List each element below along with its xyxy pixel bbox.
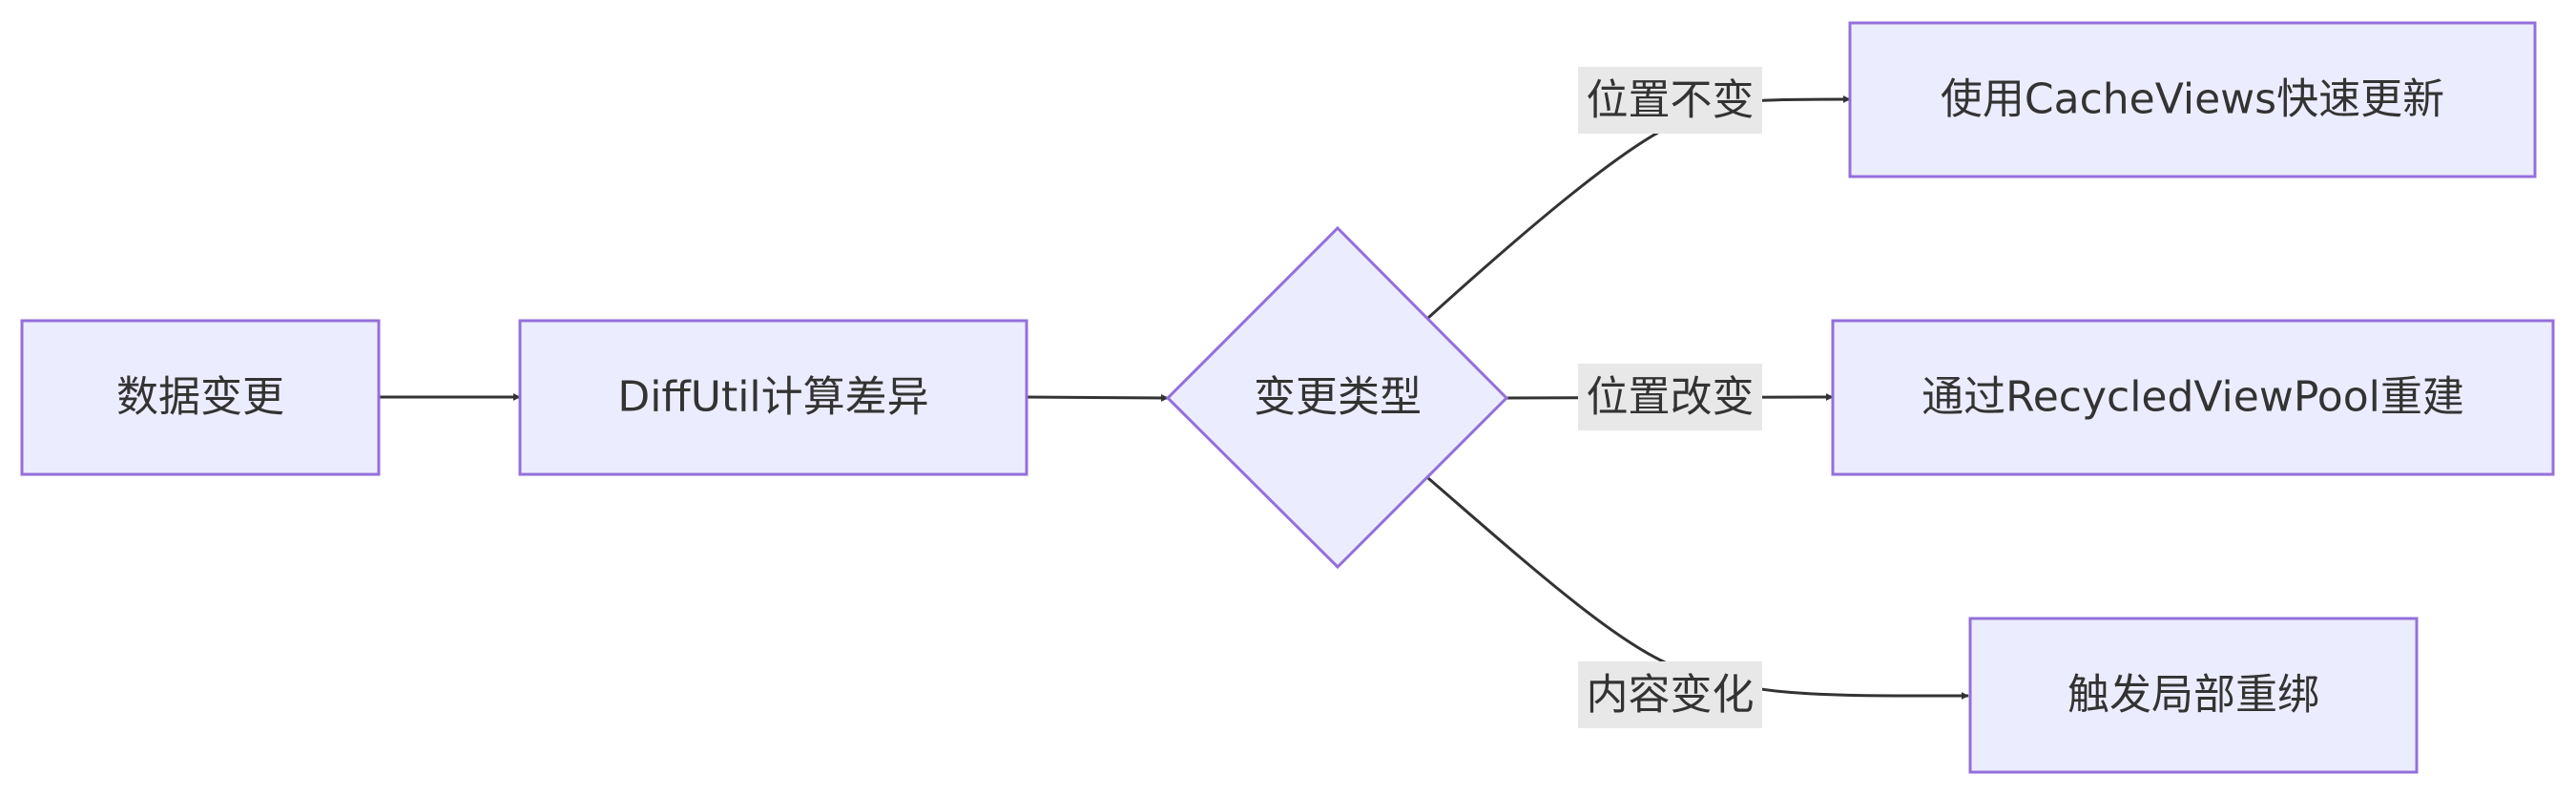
node-change-type[interactable]: 变更类型	[1165, 225, 1509, 570]
svg-text:变更类型: 变更类型	[1254, 373, 1422, 422]
svg-text:通过RecycledViewPool重建: 通过RecycledViewPool重建	[1922, 373, 2464, 422]
node-data-change[interactable]: 数据变更	[20, 319, 381, 476]
edge-label-position-changed: 位置改变	[1578, 364, 1762, 430]
svg-text:DiffUtil计算差异: DiffUtil计算差异	[617, 373, 928, 422]
svg-text:数据变更: 数据变更	[116, 373, 284, 422]
edge-label-position-unchanged: 位置不变	[1578, 67, 1762, 134]
node-partial-rebind[interactable]: 触发局部重绑	[1968, 617, 2419, 774]
svg-text:内容变化: 内容变化	[1587, 671, 1755, 720]
node-diffutil[interactable]: DiffUtil计算差异	[518, 319, 1028, 476]
edge-label-content-changed: 内容变化	[1578, 661, 1762, 728]
node-cacheviews[interactable]: 使用CacheViews快速更新	[1848, 21, 2537, 178]
svg-text:使用CacheViews快速更新: 使用CacheViews快速更新	[1941, 75, 2444, 124]
node-recycled-pool[interactable]: 通过RecycledViewPool重建	[1831, 319, 2555, 476]
svg-text:触发局部重绑: 触发局部重绑	[2067, 671, 2319, 720]
svg-text:位置改变: 位置改变	[1587, 373, 1755, 422]
svg-text:位置不变: 位置不变	[1587, 76, 1755, 125]
edge-diffutil-to-change-type	[1026, 393, 1169, 402]
